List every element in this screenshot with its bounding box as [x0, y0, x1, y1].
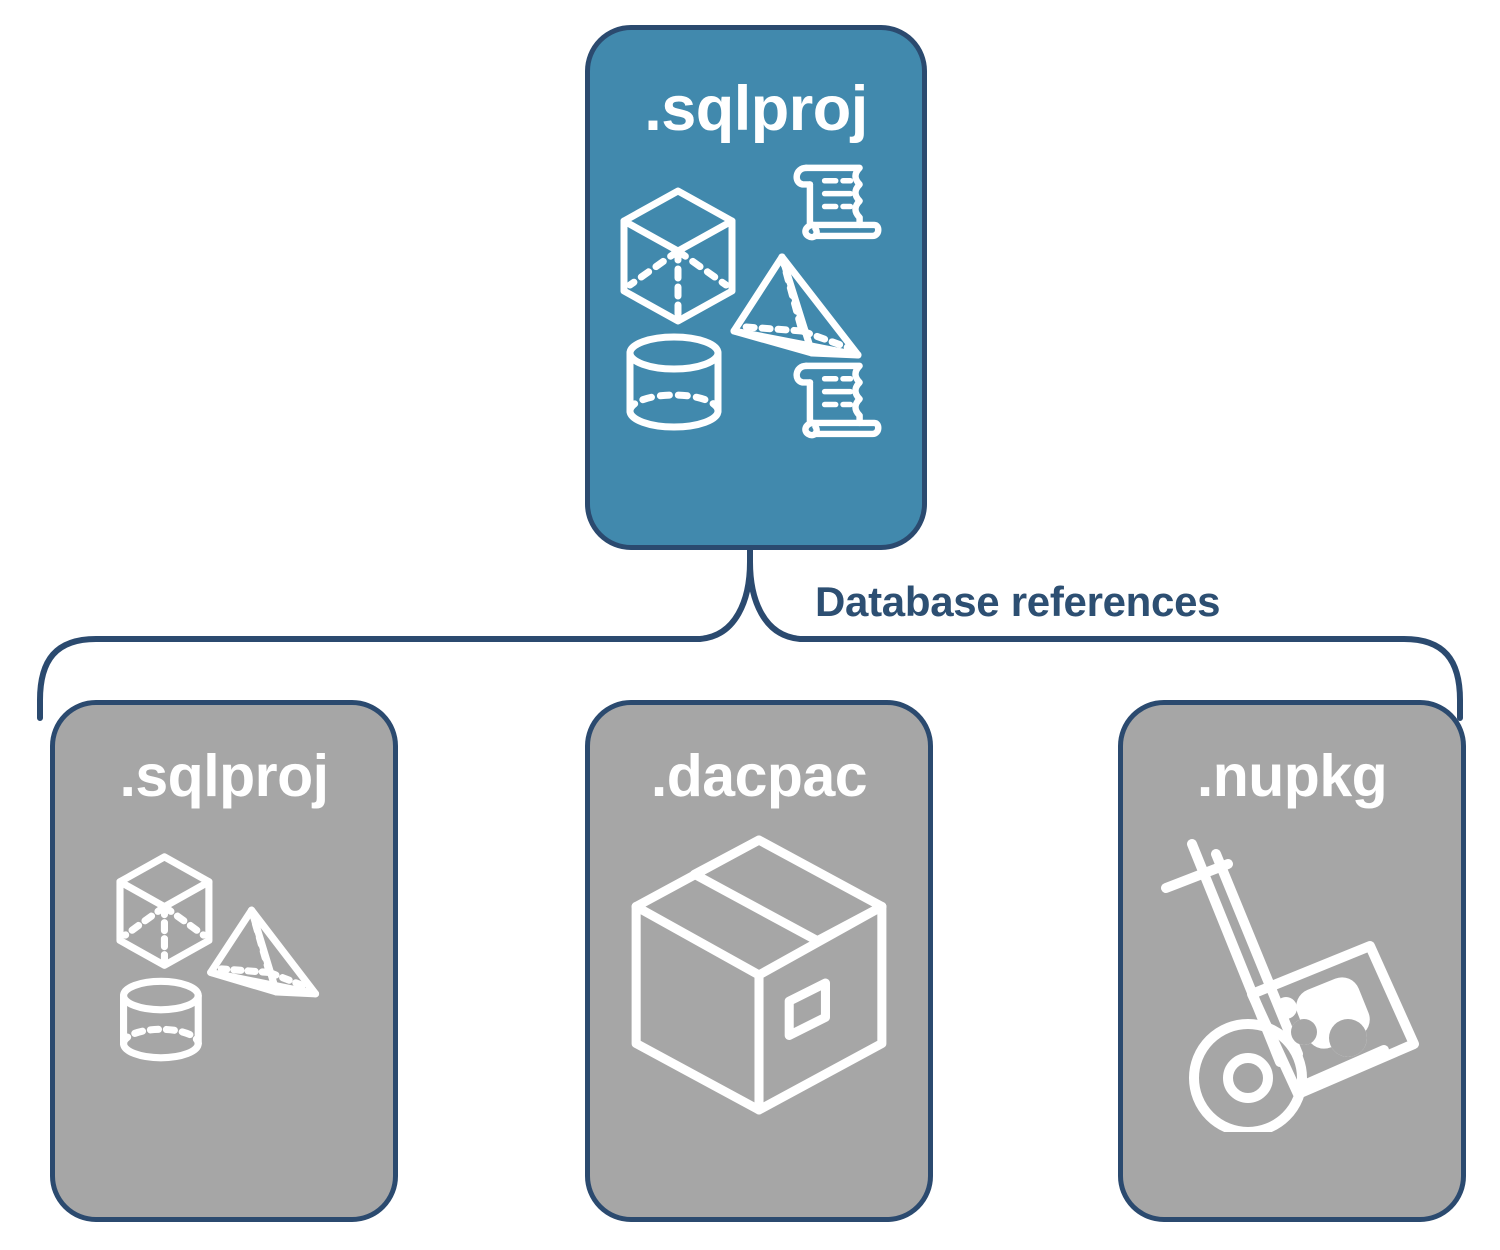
cube-icon: [116, 853, 213, 969]
pyramid-icon: [730, 253, 862, 359]
database-objects-icon-group: [116, 853, 320, 1062]
node-card-sqlproj-reference[interactable]: .sqlproj: [50, 700, 398, 1222]
node-art-database-objects: [55, 806, 393, 1217]
node-card-sqlproj-source[interactable]: .sqlproj: [585, 25, 927, 550]
node-card-dacpac[interactable]: .dacpac: [585, 700, 933, 1222]
cylinder-icon: [626, 333, 722, 431]
node-title: .dacpac: [650, 743, 868, 809]
hand-truck-icon: [1161, 839, 1419, 1132]
node-title: .sqlproj: [119, 743, 329, 809]
scroll-icon: [793, 164, 882, 241]
cube-icon: [620, 187, 736, 325]
pyramid-icon: [207, 906, 320, 998]
package-contents-cutouts: [1291, 1019, 1367, 1057]
scroll-icon: [793, 362, 882, 439]
database-objects-icon-group: [620, 164, 882, 439]
node-art-package-box: [590, 806, 928, 1217]
node-art-hand-truck: [1123, 806, 1461, 1217]
node-art-database-objects: [590, 141, 922, 545]
cylinder-icon: [120, 977, 202, 1062]
connector-label-database-references: Database references: [815, 578, 1221, 625]
package-box-icon: [631, 835, 887, 1115]
node-title: .sqlproj: [644, 74, 868, 144]
node-card-nupkg[interactable]: .nupkg: [1118, 700, 1466, 1222]
node-title: .nupkg: [1196, 743, 1388, 809]
